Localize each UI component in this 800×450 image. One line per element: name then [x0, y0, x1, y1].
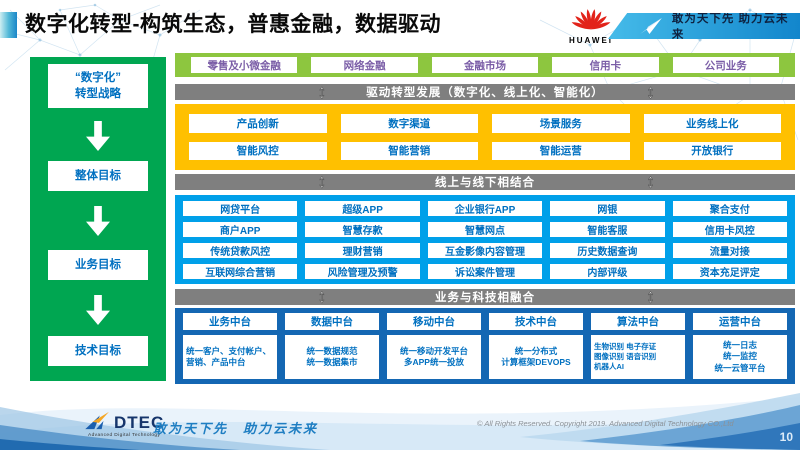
double-arrow-icon: ↕: [317, 285, 328, 308]
title-accent-bar: [0, 12, 17, 38]
banner-text: 驱动转型发展（数字化、线上化、智能化）: [366, 87, 604, 99]
dtec-logo: DTEC Advanced Digital Technology: [84, 411, 164, 438]
platform-column-business: 业务中台 统一客户、支付帐户、营销、产品中台: [183, 313, 277, 379]
double-arrow-icon: ↕: [646, 170, 656, 193]
page-title: 数字化转型-构筑生态，普惠金融，数据驱动: [25, 13, 441, 36]
application-cell: 互联网综合营销: [183, 264, 298, 279]
flow-step-tech-goal: 技术目标: [48, 336, 148, 366]
platform-title: 数据中台: [285, 313, 379, 330]
banner-tech-fusion: ↕ 业务与科技相融合 ↕: [175, 285, 795, 308]
down-arrow-icon: [86, 121, 110, 151]
business-line-chip: 公司业务: [672, 57, 779, 73]
application-cell: 风险管理及预警: [305, 264, 420, 279]
platform-title: 算法中台: [591, 313, 685, 330]
application-cell: 智慧网点: [427, 222, 543, 237]
header-slogan-banner: 敢为天下先 助力云未来: [608, 13, 800, 39]
header-slogan-text: 敢为天下先 助力云未来: [671, 13, 789, 41]
application-cell: 诉讼案件管理: [427, 264, 543, 279]
platform-body: 生物识别 电子存证 图像识别 语音识别 机器人AI: [591, 335, 685, 379]
application-cell: 智慧存款: [305, 222, 420, 237]
flow-step-business-goal: 业务目标: [48, 250, 148, 280]
huawei-flower-icon: [571, 9, 611, 30]
footer-slogan: 敢为天下先 助力云未来: [153, 421, 319, 436]
dtec-wordmark: DTEC: [114, 413, 165, 432]
capability-cell: 产品创新: [189, 114, 327, 133]
platform-body: 统一分布式 计算框架DEVOPS: [489, 335, 583, 379]
middle-platform-section: 业务中台 统一客户、支付帐户、营销、产品中台 数据中台 统一数据规范 统一数据集…: [175, 308, 795, 384]
banner-online-offline: ↕ 线上与线下相结合 ↕: [175, 170, 795, 193]
application-cell: 资本充足评定: [672, 264, 787, 279]
business-line-chip: 网络金融: [311, 57, 418, 73]
platform-title: 移动中台: [387, 313, 481, 330]
banner-drive-transformation: ↕ 驱动转型发展（数字化、线上化、智能化） ↕: [175, 80, 795, 103]
platform-column-mobile: 移动中台 统一移动开发平台 多APP统一投放: [387, 313, 481, 379]
application-cell: 信用卡风控: [672, 222, 787, 237]
capability-cell: 业务线上化: [643, 114, 781, 133]
capability-cell: 开放银行: [643, 141, 781, 160]
double-arrow-icon: ↕: [317, 80, 328, 103]
paper-plane-icon: [640, 18, 662, 34]
application-cell: 传统贷款风控: [183, 243, 298, 258]
banner-text: 线上与线下相结合: [435, 177, 535, 189]
flow-step-overall-goal: 整体目标: [48, 161, 148, 191]
platform-title: 技术中台: [489, 313, 583, 330]
strategy-flow-column: “数字化” 转型战略 整体目标 业务目标 技术目标: [30, 57, 166, 381]
application-cell: 商户APP: [183, 222, 298, 237]
platform-column-algorithm: 算法中台 生物识别 电子存证 图像识别 语音识别 机器人AI: [591, 313, 685, 379]
application-cell: 网贷平台: [183, 201, 298, 216]
platform-body: 统一日志 统一监控 统一云管平台: [693, 335, 787, 379]
down-arrow-icon: [86, 295, 110, 325]
application-cell: 流量对接: [672, 243, 787, 258]
platform-title: 业务中台: [183, 313, 277, 330]
application-grid-section: 网贷平台 超级APP 企业银行APP 网银 聚合支付 商户APP 智慧存款 智慧…: [175, 195, 795, 284]
huawei-wordmark: HUAWEI: [569, 36, 613, 45]
application-cell: 历史数据查询: [550, 243, 665, 258]
capability-cell: 数字渠道: [340, 114, 478, 133]
dtec-subtitle: Advanced Digital Technology: [87, 433, 161, 438]
business-lines-row: 零售及小微金融 网络金融 金融市场 信用卡 公司业务: [175, 53, 795, 77]
platform-body: 统一数据规范 统一数据集市: [285, 335, 379, 379]
capability-cell: 智能营销: [340, 141, 478, 160]
business-line-chip: 信用卡: [552, 57, 659, 73]
business-line-chip: 零售及小微金融: [191, 57, 298, 73]
capability-cell: 智能风控: [189, 141, 327, 160]
platform-body: 统一移动开发平台 多APP统一投放: [387, 335, 481, 379]
huawei-logo: HUAWEI: [566, 3, 616, 45]
banner-text: 业务与科技相融合: [435, 292, 535, 304]
application-cell: 网银: [550, 201, 665, 216]
platform-column-data: 数据中台 统一数据规范 统一数据集市: [285, 313, 379, 379]
capability-cell: 场景服务: [492, 114, 630, 133]
platform-column-operation: 运营中台 统一日志 统一监控 统一云管平台: [693, 313, 787, 379]
double-arrow-icon: ↕: [646, 80, 656, 103]
platform-title: 运营中台: [693, 313, 787, 330]
double-arrow-icon: ↕: [646, 285, 656, 308]
down-arrow-icon: [86, 206, 110, 236]
application-cell: 企业银行APP: [427, 201, 543, 216]
flow-step-strategy: “数字化” 转型战略: [48, 64, 148, 108]
application-cell: 互金影像内容管理: [427, 243, 543, 258]
platform-body: 统一客户、支付帐户、营销、产品中台: [183, 335, 277, 379]
double-arrow-icon: ↕: [317, 170, 328, 193]
platform-column-tech: 技术中台 统一分布式 计算框架DEVOPS: [489, 313, 583, 379]
application-cell: 理财营销: [305, 243, 420, 258]
page-number: 10: [779, 430, 793, 444]
dtec-mark-icon: [85, 411, 109, 430]
capability-cell: 智能运营: [492, 141, 630, 160]
application-cell: 智能客服: [550, 222, 665, 237]
copyright-text: © All Rights Reserved. Copyright 2019. A…: [477, 419, 734, 428]
business-line-chip: 金融市场: [431, 57, 539, 73]
capability-section: 产品创新 数字渠道 场景服务 业务线上化 智能风控 智能营销 智能运营 开放银行: [175, 104, 795, 170]
application-cell: 聚合支付: [672, 201, 787, 216]
application-cell: 超级APP: [305, 201, 420, 216]
application-cell: 内部评级: [550, 264, 665, 279]
